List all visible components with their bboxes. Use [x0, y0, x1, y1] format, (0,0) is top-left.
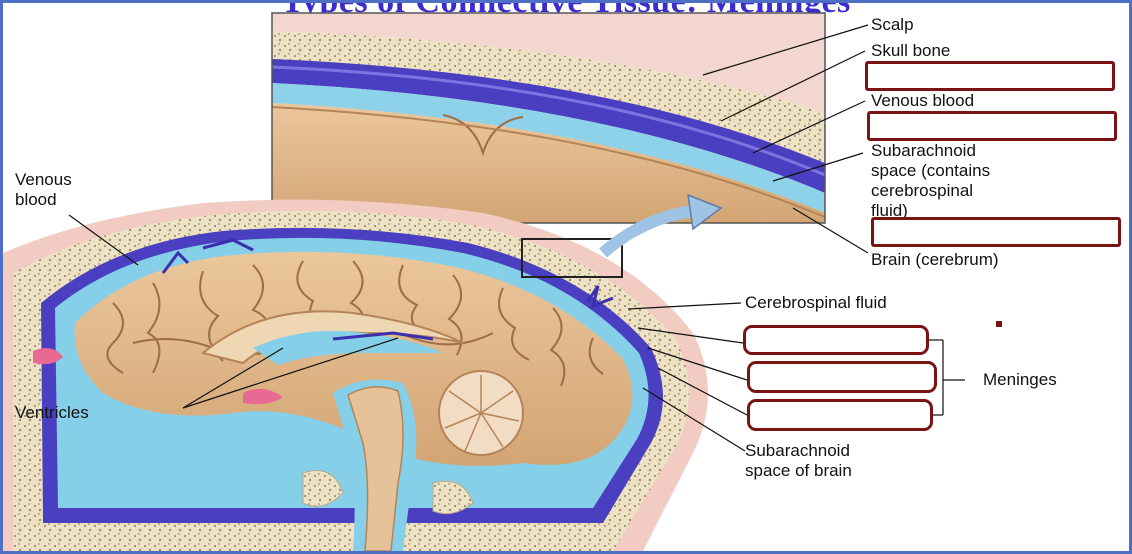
label-brain-cerebrum: Brain (cerebrum): [871, 250, 999, 270]
label-subarachnoid-brain: Subarachnoid space of brain: [745, 441, 852, 481]
brain-cross-section: [3, 200, 708, 551]
meninges-box-3[interactable]: [747, 399, 933, 431]
marker-dot: [996, 321, 1002, 327]
label-ventricles: Ventricles: [15, 403, 89, 423]
answer-box-2[interactable]: [867, 111, 1117, 141]
label-venous-blood-inset: Venous blood: [871, 91, 974, 111]
label-skull-bone: Skull bone: [871, 41, 950, 61]
label-subarachnoid-inset: Subarachnoid space (contains cerebrospin…: [871, 141, 990, 221]
label-scalp: Scalp: [871, 15, 914, 35]
answer-box-3[interactable]: [871, 217, 1121, 247]
inset-magnified-view: [272, 13, 825, 223]
meninges-box-2[interactable]: [747, 361, 937, 393]
meninges-box-1[interactable]: [743, 325, 929, 355]
answer-box-1[interactable]: [865, 61, 1115, 91]
label-meninges: Meninges: [983, 370, 1057, 390]
label-cerebrospinal-fluid: Cerebrospinal fluid: [745, 293, 887, 313]
label-venous-blood-left: Venous blood: [15, 170, 72, 210]
